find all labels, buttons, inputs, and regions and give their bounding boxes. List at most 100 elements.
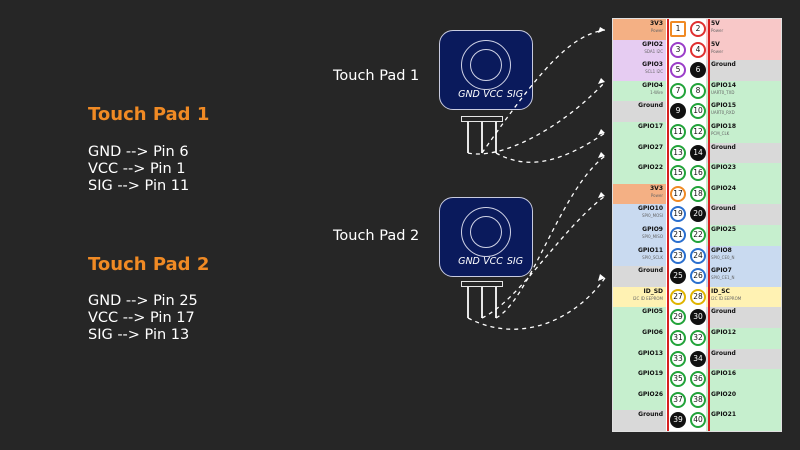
pin-25: 25 — [670, 268, 686, 285]
sensor-pin-label: GND — [458, 256, 480, 267]
pin-function-cell: GPIO6 — [613, 328, 666, 349]
sensor-header-pin — [481, 122, 483, 153]
sensor-pin-label: VCC — [483, 89, 503, 100]
pin-15: 15 — [670, 165, 686, 182]
pin-name: GPIO25 — [711, 226, 737, 233]
pin-16: 16 — [690, 165, 706, 182]
pin-name: GPIO11 — [637, 246, 663, 254]
pin-18: 18 — [690, 185, 706, 202]
pin-alt-function: SDA1 I2C — [644, 48, 663, 54]
pin-alt-function: Power — [711, 48, 724, 54]
pin-function-cell: GPIO12 — [706, 328, 781, 349]
sensor-header-pin — [467, 122, 469, 153]
pin-name: GPIO27 — [637, 143, 663, 151]
wire-pad1-sig — [495, 132, 606, 163]
touch-ring-icon — [461, 40, 511, 90]
pin-35: 35 — [670, 371, 686, 388]
pin-function-cell: GPIO17 — [613, 122, 666, 143]
pin-name: 5V — [711, 20, 720, 27]
sensor-header-pin — [467, 287, 469, 318]
pin-3: 3 — [670, 41, 686, 58]
pin-name: Ground — [638, 411, 663, 419]
wire-pad2-gnd — [467, 277, 606, 330]
pin-alt-function: SPI0_SCLK — [642, 254, 663, 260]
pin-name: GPIO3 — [642, 61, 663, 69]
wire-pad2-sig — [495, 155, 606, 319]
sensor-header-pin — [495, 287, 497, 318]
pin-19: 19 — [670, 206, 686, 223]
connection-line: SIG --> Pin 11 — [88, 178, 190, 194]
pin-17: 17 — [670, 185, 686, 202]
touch-ring-icon — [461, 207, 511, 257]
pin-function-cell: GPIO27 — [613, 142, 666, 164]
pin-2: 2 — [690, 21, 706, 37]
pin-name: GPIO16 — [711, 370, 737, 378]
pin-name: GPIO18 — [711, 123, 737, 130]
pin-36: 36 — [690, 371, 706, 388]
pin-name: GPIO10 — [637, 205, 663, 213]
pin-name: GPIO14 — [711, 81, 737, 89]
pin-24: 24 — [690, 247, 706, 264]
pin-name: 5V — [711, 40, 720, 48]
pin-name: 3V3 — [650, 184, 663, 192]
pin-21: 21 — [670, 227, 686, 243]
pin-alt-function: SPI0_CE1_N — [711, 275, 735, 281]
pin-name: Ground — [711, 143, 736, 151]
pin-name: GPIO23 — [711, 164, 737, 172]
pin-14: 14 — [690, 144, 706, 161]
wire-pad2-vcc — [481, 195, 606, 319]
pin-name: Ground — [711, 205, 736, 213]
connection-line: VCC --> Pin 1 — [88, 161, 186, 177]
pin-name: ID_SC — [711, 287, 730, 295]
pin-13: 13 — [670, 144, 686, 161]
pin-name: Ground — [711, 61, 736, 69]
pin-alt-function: Power — [711, 28, 724, 33]
pin-8: 8 — [690, 82, 706, 99]
pin-function-cell: Ground — [706, 142, 781, 164]
pin-alt-function: Power — [650, 192, 663, 198]
wire-pad1-vcc — [481, 29, 606, 154]
touch-sensor-pad2: GND VCC SIG — [439, 197, 533, 277]
sensor-header-pin — [495, 122, 497, 153]
pin-function-cell: GPIO16 — [706, 369, 781, 390]
pin-5: 5 — [670, 62, 686, 79]
pin-function-cell: Ground — [613, 266, 666, 287]
pin-23: 23 — [670, 247, 686, 264]
connection-line: GND --> Pin 6 — [88, 144, 189, 160]
pin-function-cell: GPIO26 — [613, 389, 666, 411]
pin-row: GPIO27 13 Ground 14 — [613, 142, 781, 164]
pin-28: 28 — [690, 288, 706, 305]
pin-function-cell: GPIO22 — [613, 163, 666, 184]
wire-pad1-gnd — [467, 81, 606, 155]
pin-name: Ground — [711, 308, 736, 316]
pin-name: GPIO9 — [642, 226, 663, 233]
pin-name: GPIO5 — [642, 308, 663, 316]
pin-alt-function: SPI0_MOSI — [642, 213, 663, 219]
pin-alt-function: Power — [650, 28, 663, 33]
pin-function-cell: GPIO5 — [613, 307, 666, 328]
pin-11: 11 — [670, 124, 686, 140]
pin-alt-function: UART0_RXD — [711, 110, 735, 116]
pin-column-rail — [667, 19, 669, 431]
pin-20: 20 — [690, 206, 706, 223]
pin-7: 7 — [670, 82, 686, 99]
pin-function-cell: Ground — [706, 204, 781, 225]
pin-alt-function: SPI0_CE0_N — [711, 254, 735, 260]
pin-name: GPIO20 — [711, 390, 737, 398]
